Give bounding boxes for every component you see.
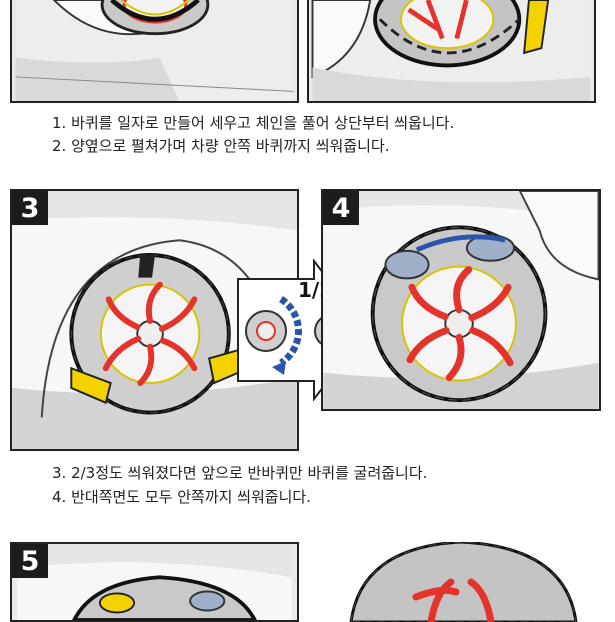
caption-step-1: 1. 바퀴를 일자로 만들어 세우고 체인을 풀어 상단부터 씌웁니다. — [52, 114, 455, 132]
step-1-drawing — [15, 0, 294, 101]
step-5-drawing — [17, 544, 292, 620]
caption-step-2: 2. 양옆으로 펼쳐가며 차량 안쪽 바퀴까지 씌워줍니다. — [52, 137, 390, 155]
step-5-badge: 5 — [12, 544, 48, 578]
step-1-illustration — [10, 0, 299, 103]
caption-step-4: 4. 반대쪽면도 모두 안쪽까지 씌워줍니다. — [52, 488, 311, 506]
caption-step-3: 3. 2/3정도 씌워졌다면 앞으로 반바퀴만 바퀴를 굴려줍니다. — [52, 464, 428, 482]
step-2-illustration — [307, 0, 596, 103]
step-2-drawing — [311, 0, 591, 101]
step-4-badge: 4 — [323, 191, 359, 225]
step-6-drawing — [349, 542, 578, 622]
step-4-drawing — [323, 191, 599, 409]
step-6-illustration — [321, 542, 601, 622]
step-3-drawing — [12, 191, 297, 449]
step-3-badge: 3 — [12, 191, 48, 225]
step-5-illustration: 5 — [10, 542, 299, 622]
step-4-illustration: 4 — [321, 189, 601, 411]
